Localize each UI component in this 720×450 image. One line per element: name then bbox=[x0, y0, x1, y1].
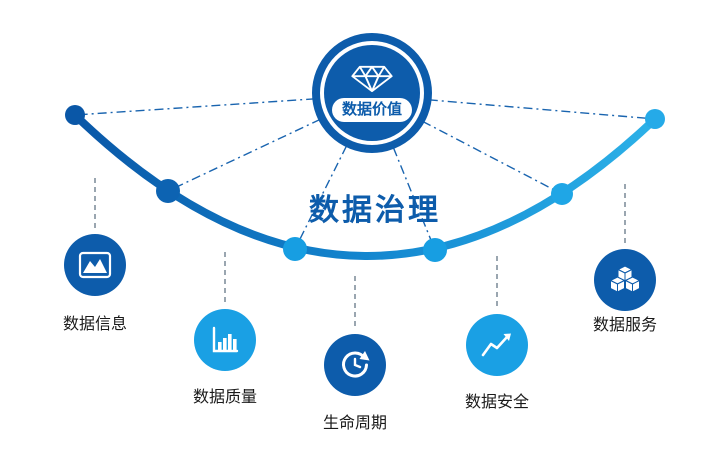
line-chart-icon bbox=[481, 333, 511, 357]
node-dot bbox=[551, 183, 573, 205]
item-circle-data-info bbox=[64, 234, 126, 296]
item-circle-data-quality bbox=[194, 309, 256, 371]
drop-connectors bbox=[94, 178, 626, 328]
diamond-icon bbox=[351, 65, 393, 92]
arc-path bbox=[71, 111, 659, 260]
item-label-data-info: 数据信息 bbox=[62, 316, 127, 333]
item-circle-data-service bbox=[594, 249, 656, 311]
node-dot bbox=[65, 105, 85, 125]
item-circle-data-security bbox=[466, 314, 528, 376]
page-title: 数据治理 bbox=[309, 194, 441, 227]
item-label-data-service: 数据服务 bbox=[592, 317, 657, 334]
ray-line bbox=[371, 94, 656, 120]
data-value-label: 数据价值 bbox=[331, 97, 412, 123]
node-dot bbox=[156, 179, 180, 203]
bar-chart-icon bbox=[212, 326, 239, 353]
node-dot bbox=[645, 109, 665, 129]
item-label-lifecycle: 生命周期 bbox=[322, 415, 387, 432]
data-value-badge: 数据价值 bbox=[312, 33, 432, 153]
item-circle-lifecycle bbox=[324, 334, 386, 396]
ray-line bbox=[371, 94, 563, 195]
arc-nodes bbox=[65, 105, 665, 262]
data-value-core: 数据价值 bbox=[324, 45, 420, 141]
item-label-data-quality: 数据质量 bbox=[192, 389, 257, 406]
node-dot bbox=[283, 237, 307, 261]
lifecycle-arrow-icon bbox=[342, 351, 370, 378]
item-label-data-security: 数据安全 bbox=[464, 394, 529, 411]
node-dot bbox=[423, 238, 447, 262]
cubes-icon bbox=[610, 265, 640, 293]
ray-line bbox=[74, 94, 373, 116]
image-chart-icon bbox=[78, 251, 112, 279]
